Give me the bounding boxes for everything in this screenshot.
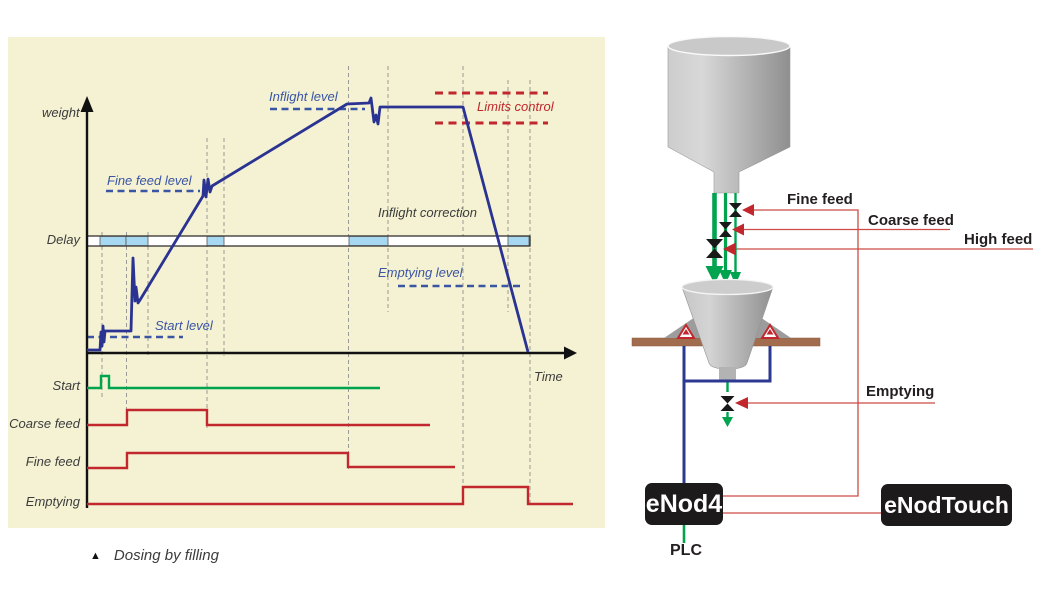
silo-top-rim — [667, 35, 791, 57]
level-lines — [87, 107, 520, 339]
weight-axis-arrow-icon — [80, 96, 94, 112]
supply-silo — [667, 35, 791, 194]
delay-bar — [86, 235, 531, 247]
coarse-feed-arrow-icon — [719, 270, 732, 284]
weigh-hopper — [681, 278, 774, 380]
time-axis-arrow-icon — [564, 346, 577, 360]
emptying-label: Emptying — [866, 383, 935, 400]
figure-caption: ▲ Dosing by filling — [90, 547, 219, 564]
fine-feed-arrow-icon — [730, 272, 741, 285]
limits-control-label: Limits control — [477, 99, 554, 114]
inflight-level-label: Inflight level — [269, 89, 338, 104]
chart-panel — [8, 37, 605, 528]
control-wires — [723, 209, 1033, 514]
plc-label: PLC — [670, 542, 702, 559]
time-axis-label: Time — [534, 369, 563, 384]
inflight-correction-label: Inflight correction — [378, 205, 477, 220]
axes — [80, 96, 577, 508]
emptying-signal-label: Emptying — [25, 494, 80, 509]
coarse-feed-signal-label: Coarse feed — [9, 416, 80, 431]
emptying-level-label: Emptying level — [378, 265, 463, 280]
caption-text: Dosing by filling — [113, 547, 219, 564]
hopper-top-rim — [681, 278, 774, 296]
high-feed-wire-arrow-icon — [723, 242, 736, 256]
fine-feed-valve-icon — [729, 203, 742, 210]
discharge-arrow-icon — [722, 417, 733, 427]
fine-feed-level-label: Fine feed level — [107, 173, 192, 188]
load-cell-cabling — [682, 346, 772, 483]
start-signal-label: Start — [52, 378, 80, 393]
weight-curve — [87, 96, 530, 353]
fine-feed-signal-label: Fine feed — [25, 454, 80, 469]
delay-label: Delay — [46, 232, 80, 247]
coarse-feed-wire-arrow-icon — [732, 223, 744, 236]
fine-feed-wire-arrow-icon — [742, 204, 754, 216]
enodtouch-device: eNodTouch — [881, 484, 1012, 526]
fine-feed-wire — [723, 209, 859, 497]
weight-axis-label: weight — [42, 105, 80, 120]
delay-segments — [99, 236, 530, 246]
high-feed-valve-icon — [706, 239, 723, 249]
coarse-feed-label: Coarse feed — [868, 212, 954, 229]
fine-feed-label: Fine feed — [787, 191, 853, 208]
emptying-signal — [87, 485, 573, 506]
start-signal — [87, 374, 380, 390]
caption-triangle-icon: ▲ — [90, 549, 101, 562]
wire-arrowheads — [723, 204, 754, 409]
valves — [706, 203, 742, 411]
limits-control-lines — [435, 91, 548, 125]
start-level-label: Start level — [155, 318, 213, 333]
load-cells — [676, 323, 780, 339]
enod4-device: eNod4 — [645, 483, 723, 525]
discharge-stream — [722, 382, 733, 427]
coarse-feed-signal — [87, 408, 430, 427]
event-gridlines — [101, 66, 531, 507]
fine-feed-signal — [87, 451, 455, 470]
high-feed-label: High feed — [964, 231, 1033, 248]
emptying-wire-arrow-icon — [735, 397, 748, 409]
coarse-feed-valve-icon — [719, 222, 732, 230]
emptying-valve-icon — [720, 396, 735, 404]
high-feed-arrow-icon — [705, 266, 724, 284]
hopper-spout — [719, 367, 736, 380]
